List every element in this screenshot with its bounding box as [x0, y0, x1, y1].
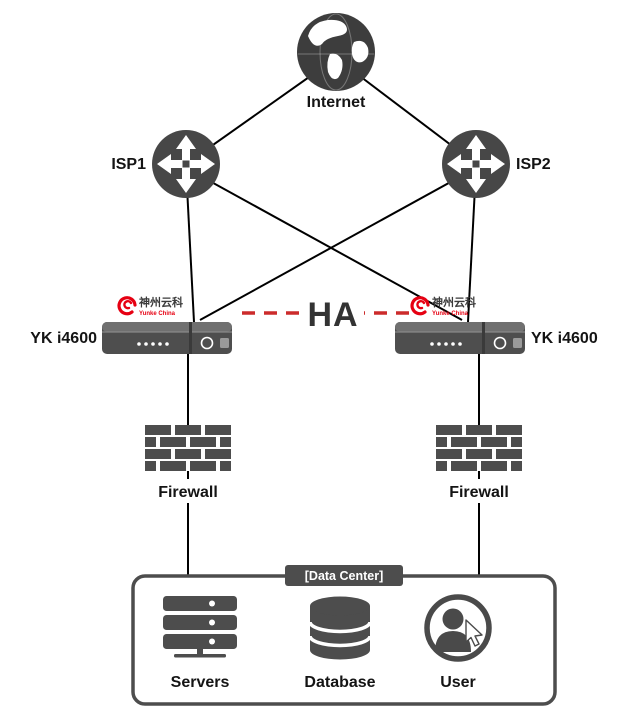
device-left-label: YK i4600: [30, 330, 97, 347]
device-left-appliance-icon: [101, 321, 233, 355]
servers-label: Servers: [171, 674, 230, 691]
firewall-left-icon: [145, 425, 231, 471]
device-right-vendor-logo-icon: [410, 296, 430, 316]
database-icon: [308, 594, 372, 662]
device-right-vendor-subname: Yunke China: [432, 311, 469, 317]
isp2-router-icon: [442, 130, 510, 198]
firewall-right-label: Firewall: [449, 484, 509, 501]
isp2-label: ISP2: [516, 156, 551, 173]
firewall-left-label: Firewall: [158, 484, 218, 501]
firewall-right-label-backdrop: [444, 479, 514, 503]
user-label: User: [440, 674, 476, 691]
device-right-appliance-icon: [394, 321, 526, 355]
firewall-right-icon: [436, 425, 522, 471]
device-right-label: YK i4600: [531, 330, 598, 347]
device-left-vendor-logo-icon: [117, 296, 137, 316]
device-left-vendor-name: 神州云科: [139, 295, 183, 309]
internet-globe-icon: [296, 12, 376, 92]
database-label: Database: [304, 674, 375, 691]
internet-label: Internet: [307, 94, 366, 111]
user-icon: [427, 597, 489, 659]
device-right-vendor-name: 神州云科: [432, 295, 476, 309]
isp1-label: ISP1: [111, 156, 146, 173]
servers-icon: [163, 596, 237, 658]
firewall-left-label-backdrop: [153, 479, 223, 503]
datacenter-badge: [285, 565, 403, 586]
ha-label: HA: [307, 296, 358, 334]
device-left-vendor-subname: Yunke China: [139, 311, 176, 317]
ha-label-backdrop: [302, 290, 364, 332]
datacenter-badge-label: [Data Center]: [305, 569, 384, 583]
isp1-router-icon: [152, 130, 220, 198]
